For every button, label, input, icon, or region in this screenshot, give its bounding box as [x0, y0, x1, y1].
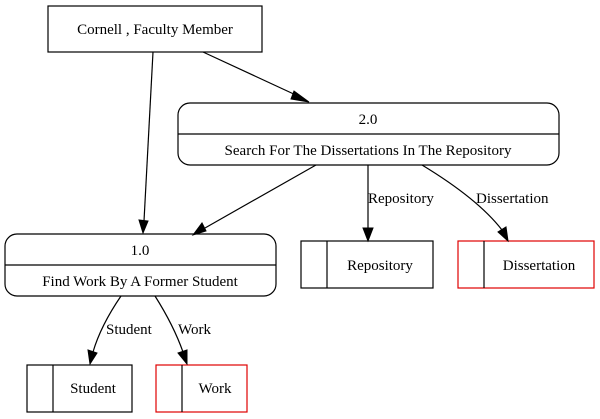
external-entity-label: Cornell , Faculty Member — [77, 22, 233, 38]
arrow-head — [177, 349, 188, 366]
data-store-repository-box — [300, 240, 434, 289]
data-store-repository[interactable]: Repository — [300, 240, 434, 289]
data-store-student-label: Student — [70, 381, 117, 397]
data-store-work-box — [155, 364, 248, 413]
process-2-label: Search For The Dissertations In The Repo… — [225, 143, 512, 159]
process-2-id: 2.0 — [359, 112, 378, 128]
edge-label-dissertation: Dissertation — [476, 191, 549, 207]
data-store-work-label: Work — [199, 381, 232, 397]
edge-process-2-to-process-1 — [191, 164, 317, 236]
arrow-head — [362, 227, 374, 243]
data-store-repository-label: Repository — [347, 258, 413, 274]
process-1-find-work[interactable]: 1.0 Find Work By A Former Student — [4, 233, 277, 297]
edge-entity-to-process-1 — [138, 51, 154, 235]
data-store-dissertation-label: Dissertation — [503, 258, 576, 274]
edge-process-2-to-dissertation-line — [421, 164, 503, 231]
data-store-dissertation-box — [457, 240, 595, 289]
process-1-label: Find Work By A Former Student — [42, 274, 238, 290]
edge-label-student: Student — [106, 322, 153, 338]
edge-process-1-to-student-line — [92, 295, 122, 353]
external-entity-box — [47, 5, 263, 53]
edge-process-2-to-dissertation: Dissertation — [421, 164, 549, 243]
arrow-head — [497, 226, 509, 243]
edge-process-1-to-student: Student — [87, 295, 153, 366]
external-entity-cornell-faculty[interactable]: Cornell , Faculty Member — [47, 5, 263, 53]
data-store-student-box — [26, 364, 133, 413]
process-1-id: 1.0 — [131, 243, 150, 259]
data-store-dissertation[interactable]: Dissertation — [457, 240, 595, 289]
arrow-head — [138, 219, 149, 235]
edge-process-1-to-work-line — [154, 295, 184, 353]
edge-label-work: Work — [178, 322, 211, 338]
data-store-work[interactable]: Work — [155, 364, 248, 413]
arrow-head — [191, 222, 207, 236]
data-store-student[interactable]: Student — [26, 364, 133, 413]
arrow-head — [87, 349, 98, 366]
edge-entity-to-process-2 — [202, 51, 310, 103]
edge-entity-to-process-2-line — [202, 51, 299, 97]
arrow-head — [290, 90, 310, 103]
edge-entity-to-process-1-line — [143, 51, 154, 222]
edge-process-1-to-work: Work — [154, 295, 211, 366]
edge-label-repository: Repository — [368, 191, 434, 207]
edge-process-2-to-repository: Repository — [362, 165, 434, 243]
edge-process-2-to-process-1-line — [204, 164, 317, 229]
process-2-search-dissertations[interactable]: 2.0 Search For The Dissertations In The … — [177, 102, 560, 166]
